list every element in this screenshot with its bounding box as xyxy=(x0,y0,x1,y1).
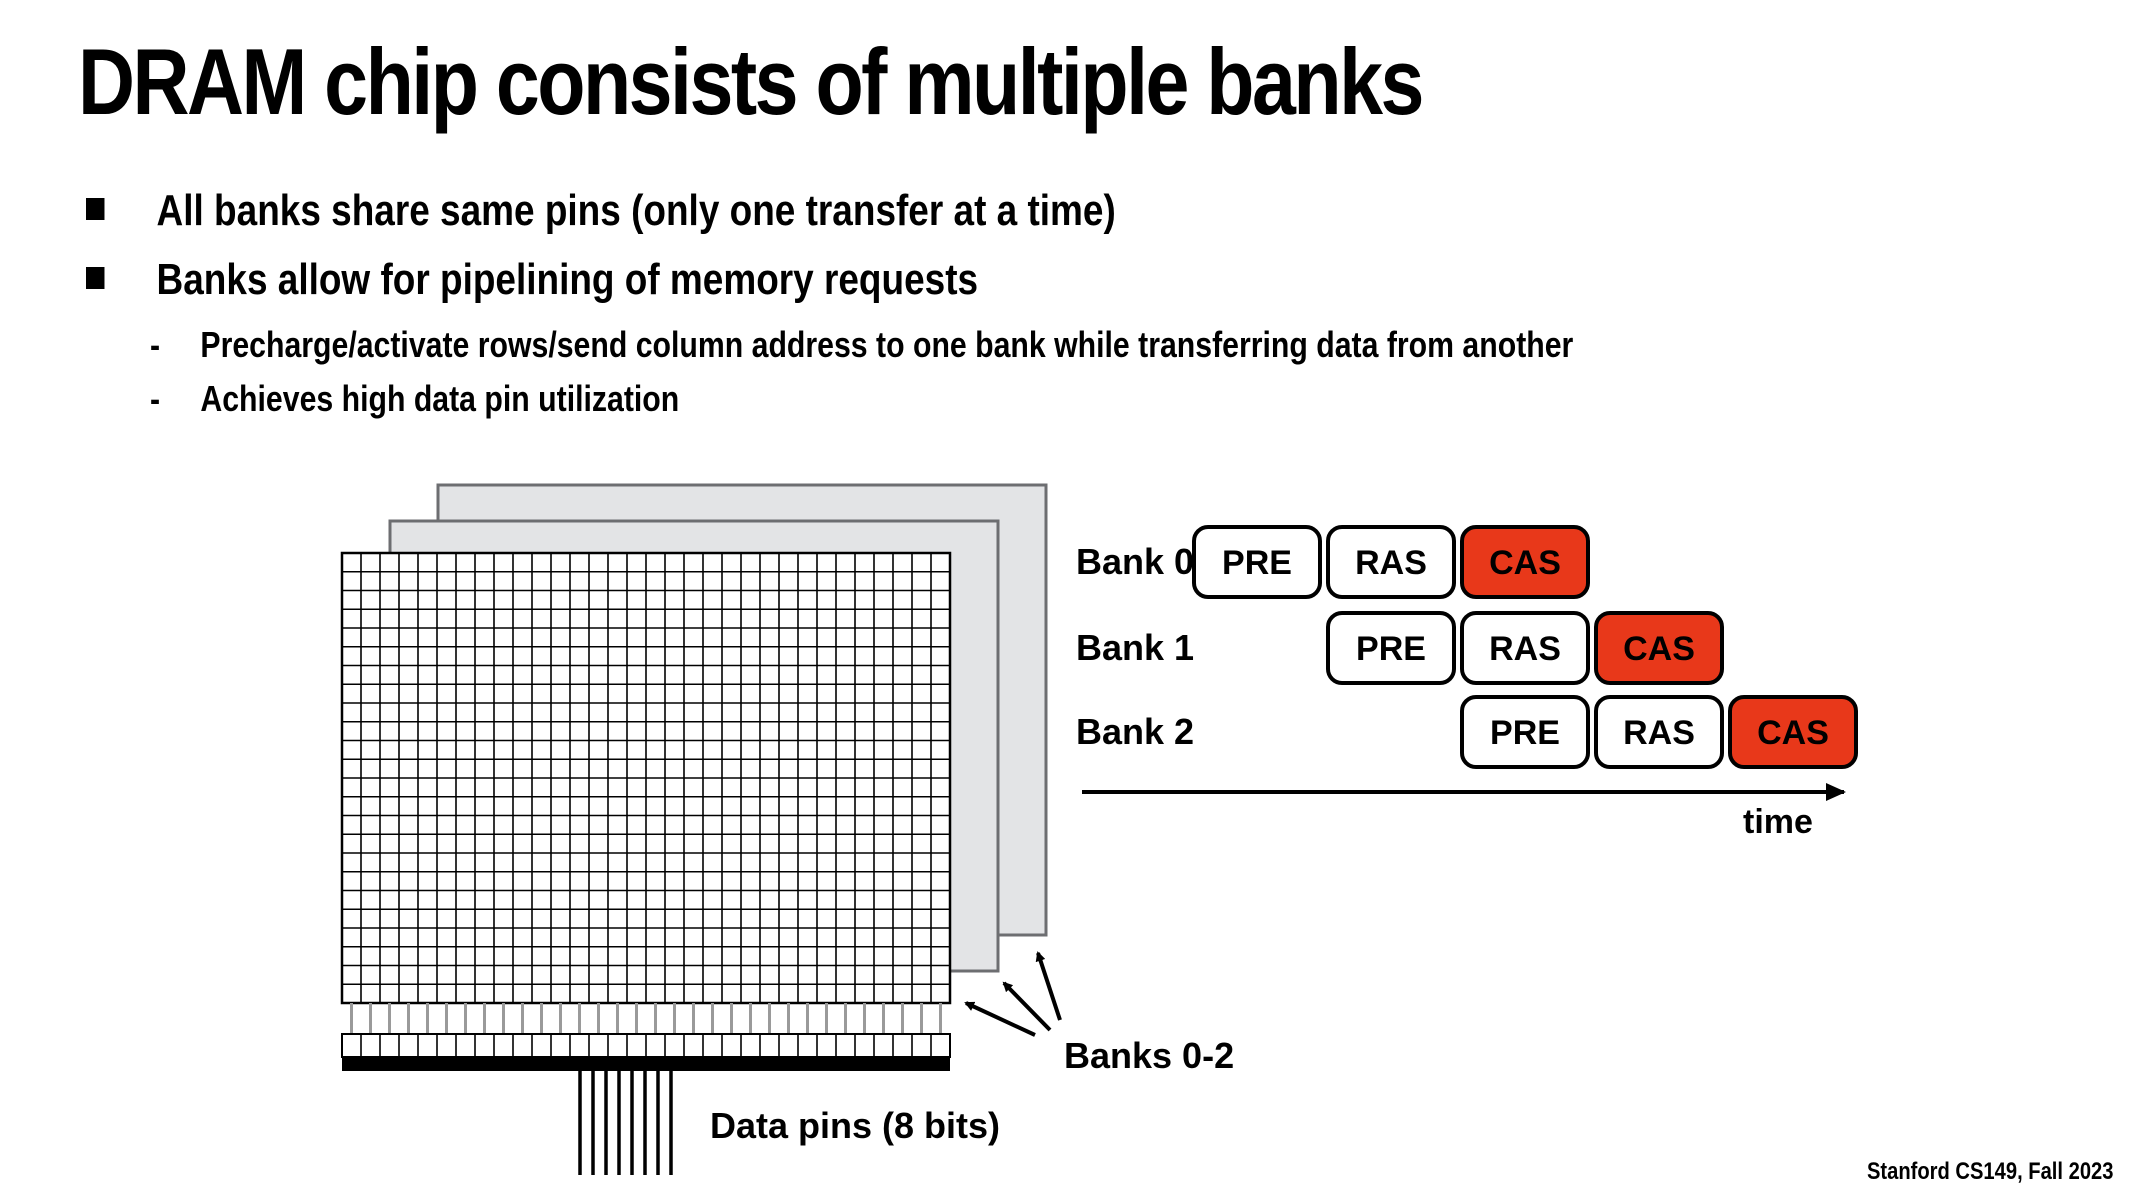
pre-op-label: PRE xyxy=(1490,714,1560,752)
sub-bullet-text: Achieves high data pin utilization xyxy=(200,378,680,419)
ras-op-label: RAS xyxy=(1489,630,1561,668)
pre-op-box xyxy=(1192,525,1322,599)
time-axis-arrowhead-icon xyxy=(1826,783,1846,801)
square-bullet-icon xyxy=(86,198,105,221)
cas-op-label: CAS xyxy=(1623,630,1695,668)
bank-0-cell-grid xyxy=(340,551,952,1005)
bullet-item: All banks share same pins (only one tran… xyxy=(86,186,1116,236)
data-bus-bar xyxy=(342,1057,950,1071)
banks-label: Banks 0-2 xyxy=(1064,1035,1234,1076)
cas-op-box xyxy=(1594,611,1724,685)
dash-marker: - xyxy=(150,378,161,419)
cas-op-box xyxy=(1460,525,1590,599)
ras-op-box xyxy=(1594,695,1724,769)
sub-bullet-item: -Achieves high data pin utilization xyxy=(150,378,679,420)
bank-1-pointer-arrow xyxy=(1002,981,1052,1032)
time-axis-label: time xyxy=(1743,803,1813,841)
timeline-bank-label: Bank 0 xyxy=(1076,541,1194,582)
data-pins xyxy=(578,1071,673,1175)
sub-bullet-item: -Precharge/activate rows/send column add… xyxy=(150,324,1573,366)
cas-op-box xyxy=(1728,695,1858,769)
sub-bullet-text: Precharge/activate rows/send column addr… xyxy=(200,324,1574,365)
cas-op-label: CAS xyxy=(1757,714,1829,752)
dash-marker: - xyxy=(150,324,161,365)
cas-op-label: CAS xyxy=(1489,544,1561,582)
square-bullet-icon xyxy=(86,267,105,290)
ras-op-label: RAS xyxy=(1355,544,1427,582)
bullet-text: All banks share same pins (only one tran… xyxy=(156,186,1116,235)
timeline-bank-label: Bank 2 xyxy=(1076,711,1194,752)
timeline-bank-label: Bank 1 xyxy=(1076,627,1194,668)
pre-op-box xyxy=(1460,695,1590,769)
row-buffer xyxy=(341,1033,951,1058)
footer-credit: Stanford CS149, Fall 2023 xyxy=(1866,1158,2113,1185)
bank-2-pointer-arrow xyxy=(1035,951,1062,1021)
bullet-text: Banks allow for pipelining of memory req… xyxy=(156,255,979,304)
row-buffer-connectors xyxy=(350,1003,942,1034)
ras-op-box xyxy=(1326,525,1456,599)
pre-op-box xyxy=(1326,611,1456,685)
ras-op-box xyxy=(1460,611,1590,685)
bullet-item: Banks allow for pipelining of memory req… xyxy=(86,255,978,305)
bank-0-pointer-arrow xyxy=(964,1001,1036,1037)
data-pins-label: Data pins (8 bits) xyxy=(710,1105,1000,1146)
ras-op-label: RAS xyxy=(1623,714,1695,752)
pre-op-label: PRE xyxy=(1222,544,1292,582)
slide-title: DRAM chip consists of multiple banks xyxy=(78,29,1424,134)
pre-op-label: PRE xyxy=(1356,630,1426,668)
